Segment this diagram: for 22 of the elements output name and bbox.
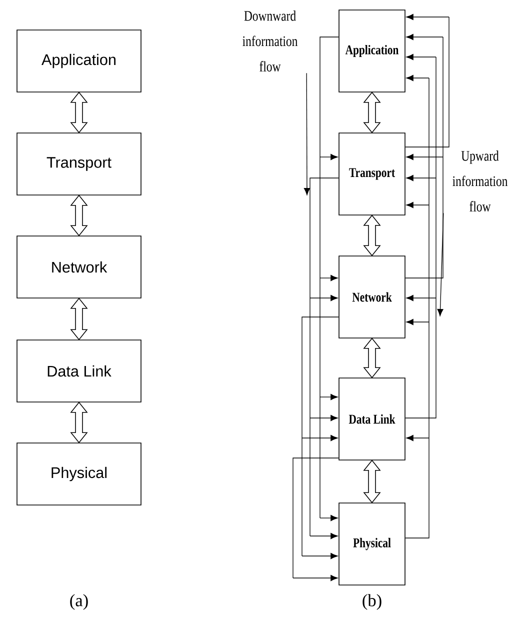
flow-label: Downward information flow [242, 10, 298, 72]
flow-arrow [405, 34, 444, 278]
flow-arrow [405, 14, 450, 148]
layer-box: Transport [338, 132, 406, 216]
leader-arrow [304, 72, 310, 196]
layer-box: Transport [16, 132, 142, 196]
flow-label: Upward information flow [452, 150, 508, 212]
layer-box: Physical [16, 442, 142, 506]
flow-arrow [320, 36, 339, 522]
layer-box: Network [338, 256, 406, 338]
flow-arrow [405, 74, 430, 538]
layer-box: Data Link [338, 378, 406, 460]
layer-box: Network [16, 236, 142, 298]
layer-box: Data Link [16, 340, 142, 402]
panel-label: (a) [70, 594, 88, 610]
layer-box: Application [338, 10, 406, 92]
flow-arrow [292, 458, 339, 582]
layer-box: Application [16, 30, 142, 92]
flow-arrow [302, 316, 339, 560]
layer-box: Physical [338, 502, 406, 586]
flow-arrow [405, 54, 436, 418]
flow-arrow [310, 178, 339, 540]
